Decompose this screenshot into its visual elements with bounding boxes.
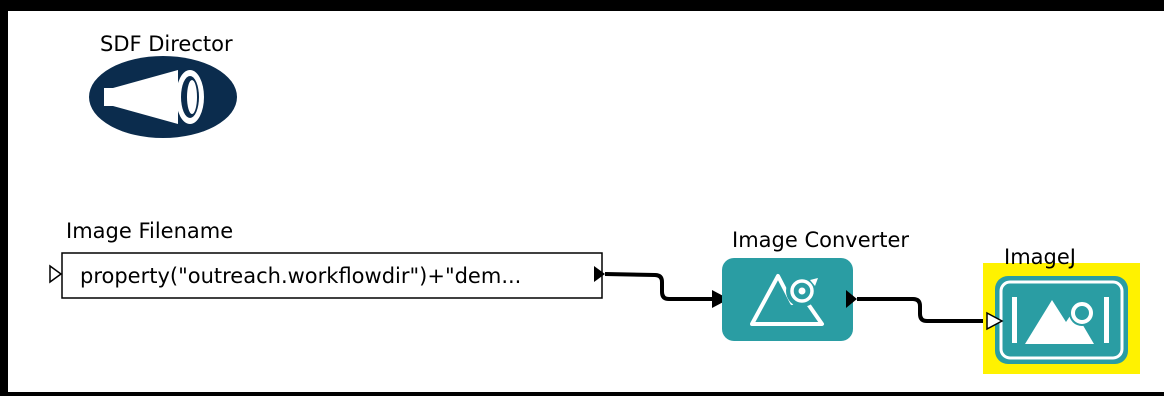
expression-text: property("outreach.workflowdir")+"dem... xyxy=(80,264,521,288)
imagej-actor[interactable]: ImageJ xyxy=(983,245,1140,374)
image-converter-actor[interactable]: Image Converter xyxy=(722,228,909,341)
output-port-icon[interactable] xyxy=(594,266,605,282)
imagej-input-port-icon[interactable] xyxy=(986,311,1004,331)
image-convert-icon xyxy=(722,258,853,341)
image-filename-label: Image Filename xyxy=(66,219,233,243)
director-label: SDF Director xyxy=(100,32,233,56)
converter-output-port-icon[interactable] xyxy=(846,290,857,308)
image-filename-actor[interactable]: Image Filename property("outreach.workfl… xyxy=(49,219,605,299)
connection-converter-imagej[interactable] xyxy=(857,297,985,323)
imagej-label: ImageJ xyxy=(1004,245,1076,269)
converter-input-port-icon[interactable] xyxy=(712,290,729,308)
input-port-icon[interactable] xyxy=(49,264,63,284)
sdf-director[interactable]: SDF Director xyxy=(89,32,237,138)
telescope-icon xyxy=(89,56,237,138)
connection-filename-converter[interactable] xyxy=(604,272,712,301)
image-converter-label: Image Converter xyxy=(732,228,909,252)
